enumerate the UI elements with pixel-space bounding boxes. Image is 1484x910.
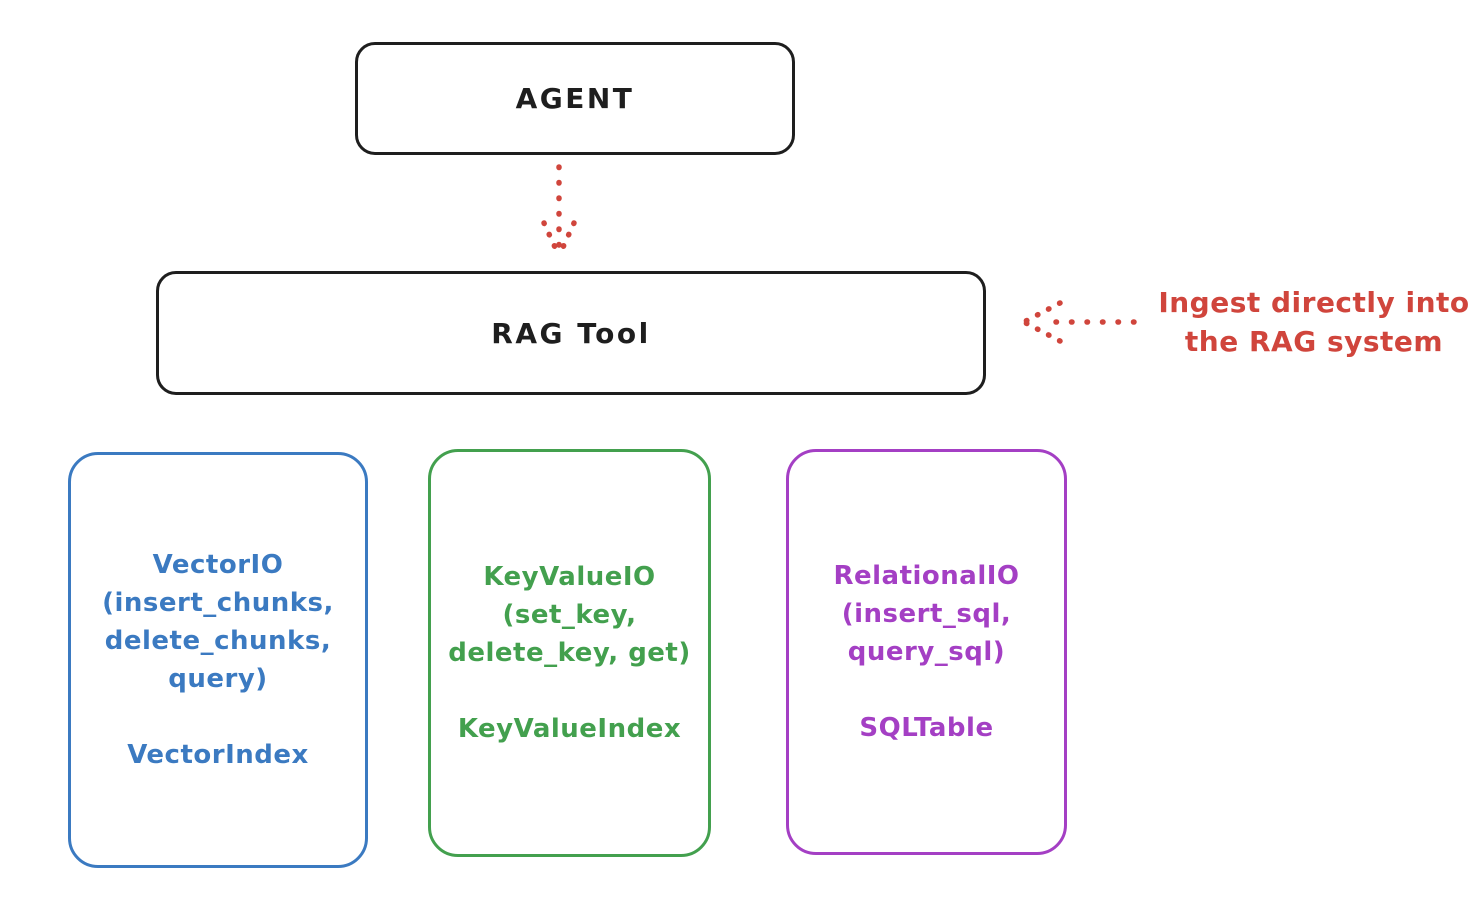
box-line: RelationalIO xyxy=(833,561,1020,591)
ingest-annotation: Ingest directly into the RAG system xyxy=(1148,283,1480,361)
vector-io-box: VectorIO (insert_chunks, delete_chunks, … xyxy=(68,452,368,868)
keyvalue-io-box: KeyValueIO (set_key, delete_key, get) Ke… xyxy=(428,449,711,857)
box-line: (insert_chunks, xyxy=(102,588,334,618)
box-footer: VectorIndex xyxy=(127,740,309,770)
box-line: query_sql) xyxy=(847,637,1006,667)
rag-tool-box: RAG Tool xyxy=(156,271,986,395)
box-line: (insert_sql, xyxy=(841,599,1012,629)
ingest-annotation-line2: the RAG system xyxy=(1184,325,1444,358)
relational-io-box: RelationalIO (insert_sql, query_sql) SQL… xyxy=(786,449,1067,855)
box-line: delete_chunks, xyxy=(104,626,332,656)
box-line: VectorIO xyxy=(152,550,284,580)
box-line: KeyValueIO xyxy=(483,562,656,592)
agent-box: AGENT xyxy=(355,42,795,155)
box-footer: SQLTable xyxy=(859,713,994,743)
ingest-annotation-line1: Ingest directly into xyxy=(1158,286,1470,319)
box-footer: KeyValueIndex xyxy=(457,714,682,744)
agent-label: AGENT xyxy=(515,82,635,115)
left-arrow-icon xyxy=(1016,296,1138,348)
box-line: delete_key, get) xyxy=(448,638,691,668)
box-line: query) xyxy=(168,664,268,694)
down-arrow-icon xyxy=(540,163,578,263)
rag-tool-label: RAG Tool xyxy=(491,316,651,350)
box-line: (set_key, xyxy=(502,600,637,630)
